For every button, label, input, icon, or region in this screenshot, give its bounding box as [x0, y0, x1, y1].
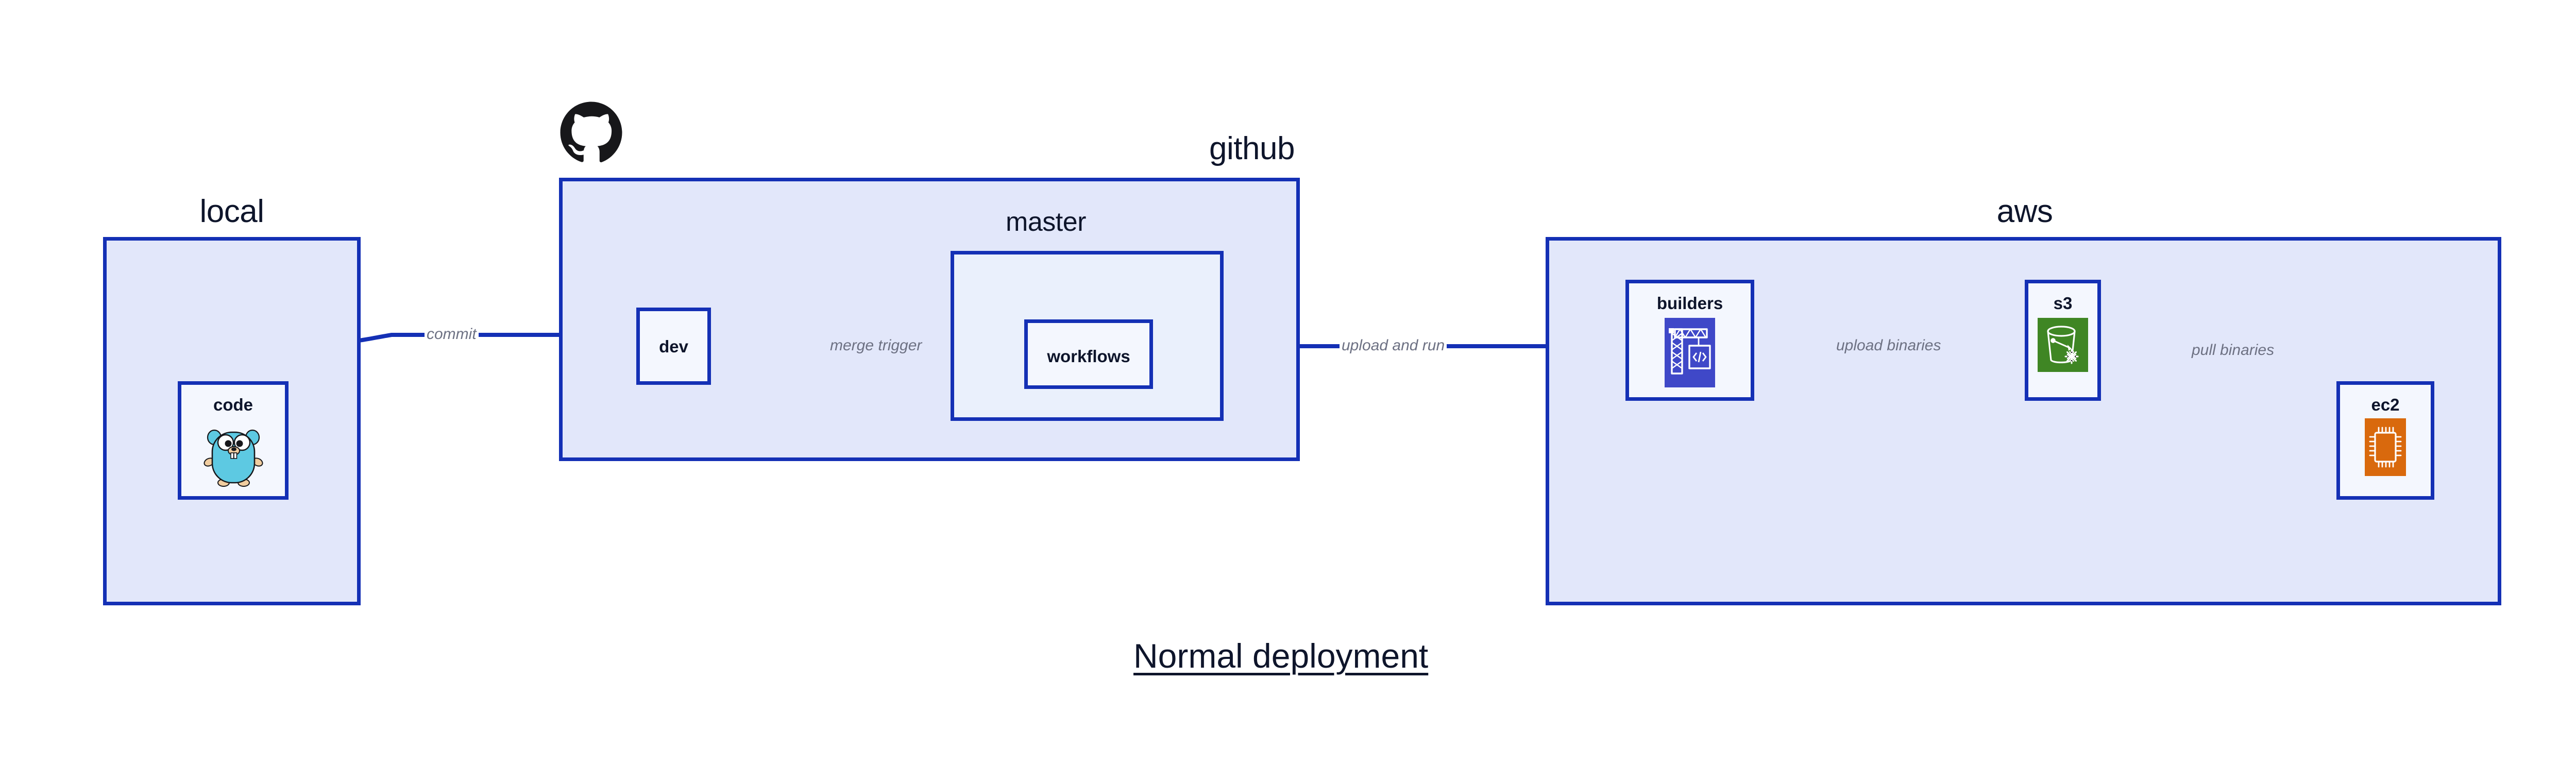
edge-label-pull-binaries: pull binaries — [2192, 342, 2275, 359]
edge-label-upload-and-run: upload and run — [1340, 338, 1447, 353]
edge-label-merge-trigger: merge trigger — [828, 338, 924, 353]
subgroup-label-master: master — [1006, 207, 1086, 237]
node-label-dev: dev — [659, 337, 688, 356]
node-builders[interactable]: builders — [1625, 280, 1754, 401]
node-dev[interactable]: dev — [636, 308, 711, 385]
node-label-builders: builders — [1656, 294, 1723, 313]
node-label-ec2: ec2 — [2371, 395, 2400, 414]
go-gopher-icon — [203, 421, 264, 487]
diagram-title: Normal deployment — [1133, 637, 1429, 675]
aws-codebuild-crane-icon — [1665, 318, 1715, 387]
node-ec2[interactable]: ec2 — [2336, 381, 2434, 500]
group-label-local: local — [199, 194, 264, 229]
node-s3[interactable]: s3 — [2025, 280, 2101, 401]
github-octocat-logo — [559, 100, 623, 165]
aws-s3-bucket-icon — [2038, 318, 2088, 372]
aws-ec2-chip-icon — [2365, 418, 2406, 476]
edge-label-commit: commit — [425, 327, 479, 342]
edge-label-upload-binaries: upload binaries — [1834, 338, 1943, 353]
node-label-code: code — [213, 395, 253, 414]
node-workflows[interactable]: workflows — [1024, 319, 1153, 389]
group-label-github: github — [1209, 131, 1295, 166]
node-label-workflows: workflows — [1047, 347, 1130, 366]
group-label-aws: aws — [1996, 194, 2053, 229]
node-label-s3: s3 — [2053, 294, 2073, 313]
node-code[interactable]: code — [178, 381, 289, 500]
